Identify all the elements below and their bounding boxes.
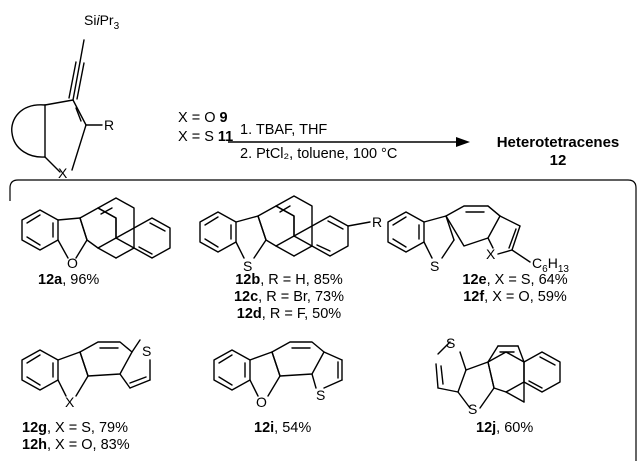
x-option-s: X = S 11 — [178, 129, 233, 146]
heteroatom-label: X — [58, 165, 68, 181]
12j-sulfur-bottom-label: S — [468, 401, 477, 417]
yield-12i: , 54% — [274, 420, 312, 436]
label-12h: 12h — [22, 437, 47, 453]
fused-ring — [11, 104, 46, 158]
label-12j: 12j — [476, 420, 497, 436]
yield-12b: , R = H, 85% — [260, 272, 343, 288]
caption-12g: 12g, X = S, 79% — [22, 420, 128, 437]
caption-12f: 12f, X = O, 59% — [440, 289, 590, 306]
12i-oxygen-label: O — [256, 394, 267, 410]
12i-sulfur-label: S — [316, 387, 325, 403]
yield-12h: , X = O, 83% — [47, 437, 130, 453]
yield-12j: , 60% — [496, 420, 534, 436]
structure-12e — [387, 205, 531, 263]
starting-material-structure — [11, 39, 103, 173]
structure-12j — [435, 341, 561, 409]
caption-12j: 12j, 60% — [476, 420, 533, 437]
caption-12c: 12c, R = Br, 73% — [214, 289, 364, 306]
silyl-label: SiiPr3 — [84, 12, 120, 32]
12g-x-label: X — [65, 394, 75, 410]
12e-x-label: X — [486, 246, 496, 262]
label-12b: 12b — [235, 272, 261, 288]
compound-11-label: 11 — [217, 129, 234, 145]
condition-step1: 1. TBAF, THF — [240, 122, 328, 138]
12b-sulfur-label: S — [243, 258, 252, 274]
label-12i: 12i — [254, 420, 275, 436]
caption-12h: 12h, X = O, 83% — [22, 437, 130, 454]
structure-12g — [21, 339, 151, 397]
yield-12e: , X = S, 64% — [486, 272, 568, 288]
label-12e: 12e — [462, 272, 487, 288]
caption-12i: 12i, 54% — [254, 420, 311, 437]
label-12d: 12d — [236, 306, 262, 322]
yield-12f: , X = O, 59% — [484, 289, 567, 305]
structure-12i — [213, 341, 343, 397]
compound-9-label: 9 — [219, 110, 228, 126]
caption-12a: 12a, 96% — [38, 272, 99, 289]
reaction-arrow-head — [456, 137, 470, 147]
12e-sulfur-label: S — [430, 258, 439, 274]
condition-step2: 2. PtCl₂, toluene, 100 °C — [240, 146, 398, 162]
yield-12g: , X = S, 79% — [47, 420, 129, 436]
x-option-o: X = O 9 — [178, 110, 228, 127]
12a-oxygen-label: O — [67, 255, 78, 271]
x-option-s-text: X = S — [178, 129, 214, 145]
yield-12d: , R = F, 50% — [261, 306, 342, 322]
label-12f: 12f — [463, 289, 485, 305]
x-option-o-text: X = O — [178, 110, 216, 126]
product-name: Heterotetracenes — [496, 134, 620, 151]
caption-12e: 12e, X = S, 64% — [440, 272, 590, 289]
product-number: 12 — [549, 152, 567, 169]
caption-12d: 12d, R = F, 50% — [214, 306, 364, 323]
yield-12a: , 96% — [62, 272, 100, 288]
r-group-label: R — [104, 117, 114, 133]
label-12a: 12a — [38, 272, 63, 288]
12g-sulfur-label: S — [142, 343, 151, 359]
yield-12c: , R = Br, 73% — [258, 289, 345, 305]
structure-12b — [199, 195, 371, 259]
12j-sulfur-top-label: S — [446, 335, 455, 351]
label-12g: 12g — [22, 420, 47, 436]
products-frame — [9, 179, 637, 461]
label-12c: 12c — [233, 289, 259, 305]
caption-12b: 12b, R = H, 85% — [214, 272, 364, 289]
structure-12a — [21, 197, 171, 259]
12b-r-label: R — [372, 214, 382, 230]
